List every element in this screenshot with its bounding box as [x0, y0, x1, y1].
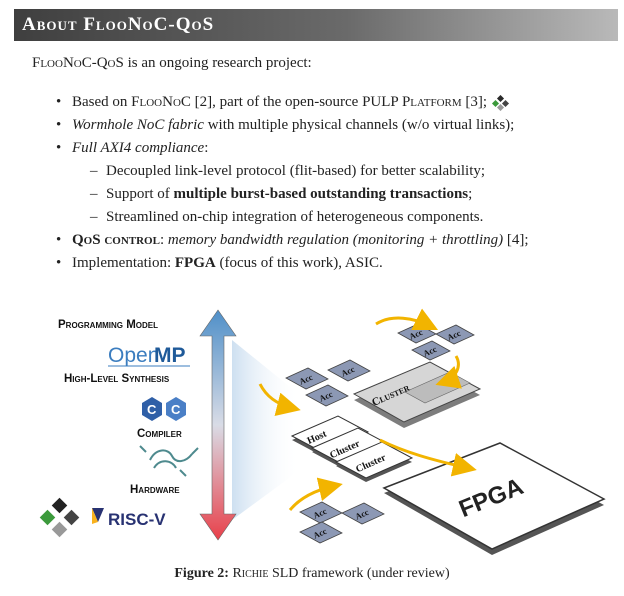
svg-text:C: C: [171, 402, 181, 417]
level-programming-model: Programming Model: [58, 319, 158, 331]
bullet-wormhole: Wormhole NoC fabric with multiple physic…: [56, 114, 616, 137]
subbullet-integration: Streamlined on-chip integration of heter…: [56, 206, 616, 229]
openmp-open: Open: [108, 344, 159, 367]
floonoc-name: FlooNoC: [131, 94, 191, 110]
fpga-board: FPGA: [382, 442, 606, 555]
bullet-emphasis: Wormhole NoC fabric: [72, 117, 204, 133]
fan-shade: [232, 340, 300, 520]
bullet-text: Implementation:: [72, 255, 175, 271]
abstraction-arrow: [199, 309, 237, 541]
pulp-logo-icon: [39, 497, 80, 538]
flow-arrows: [258, 308, 477, 511]
compiler-dragon-icon: [139, 445, 199, 477]
bullet-bold: multiple burst-based outstanding transac…: [173, 186, 469, 202]
level-compiler: Compiler: [137, 428, 182, 440]
openmp-logo: Open MP: [108, 344, 190, 367]
subbullet-burst: Support of multiple burst-based outstand…: [56, 183, 616, 206]
caption-text: SLD framework (under review): [268, 566, 450, 581]
bullet-text: with multiple physical channels (w/o vir…: [203, 117, 515, 133]
bullet-list: Based on FlooNoC [2], part of the open-s…: [56, 91, 616, 275]
bullet-text: [4];: [503, 232, 529, 248]
bullet-bold: FPGA: [174, 255, 216, 271]
bullet-text: ;: [468, 186, 473, 202]
bullet-implementation: Implementation: FPGA (focus of this work…: [56, 252, 616, 275]
bullet-floonoc: Based on FlooNoC [2], part of the open-s…: [56, 91, 616, 114]
level-hardware: Hardware: [130, 484, 180, 496]
subbullet-decoupled: Decoupled link-level protocol (flit-base…: [56, 160, 616, 183]
caption-richie: Richie: [232, 566, 269, 581]
acc-group-top: Acc Acc Acc: [397, 323, 475, 361]
platform-diagram: FPGA Cluster Host Cluster Cluster Acc A: [258, 308, 606, 555]
project-name: FlooNoC-QoS: [32, 55, 124, 71]
bullet-text: [3];: [461, 94, 488, 110]
riscv-logo: RISC-V: [92, 508, 166, 529]
bullet-axi4: Full AXI4 compliance:: [56, 137, 616, 160]
bullet-text: :: [159, 232, 168, 248]
section-title: About FlooNoC-QoS: [22, 14, 215, 35]
c-language-icons: C C: [142, 397, 186, 421]
bullet-text: Support of: [106, 186, 174, 202]
svg-text:C: C: [147, 402, 157, 417]
caption-label: Figure 2:: [174, 566, 229, 581]
bullet-text: :: [204, 140, 209, 156]
figure-caption: Figure 2: Richie SLD framework (under re…: [0, 566, 624, 582]
intro-line: FlooNoC-QoS is an ongoing research proje…: [32, 55, 312, 72]
bullet-emphasis: memory bandwidth regulation (monitoring …: [167, 232, 504, 248]
bullet-text: [2], part of the open-source PULP: [190, 94, 402, 110]
host-cluster-stack: Host Cluster Cluster: [290, 415, 414, 482]
acc-group-bottom: Acc Acc Acc: [299, 501, 385, 544]
level-hls: High-Level Synthesis: [64, 373, 170, 385]
openmp-mp: MP: [154, 344, 186, 367]
acc-group-middle: Acc Acc Acc: [285, 359, 371, 407]
bullet-bold: QoS control: [72, 232, 160, 248]
cluster-block: Cluster: [352, 361, 482, 428]
bullet-text: (focus of this work), ASIC.: [215, 255, 383, 271]
platform-name: Platform: [401, 94, 462, 110]
intro-text: is an ongoing research project:: [123, 55, 312, 71]
riscv-text: RISC-V: [108, 510, 166, 529]
pulp-logo-icon: [491, 94, 509, 111]
bullet-text: Based on: [72, 94, 132, 110]
bullet-emphasis: Full AXI4 compliance: [72, 140, 205, 156]
section-header: About FlooNoC-QoS: [14, 9, 618, 41]
bullet-qos: QoS control: memory bandwidth regulation…: [56, 229, 616, 252]
